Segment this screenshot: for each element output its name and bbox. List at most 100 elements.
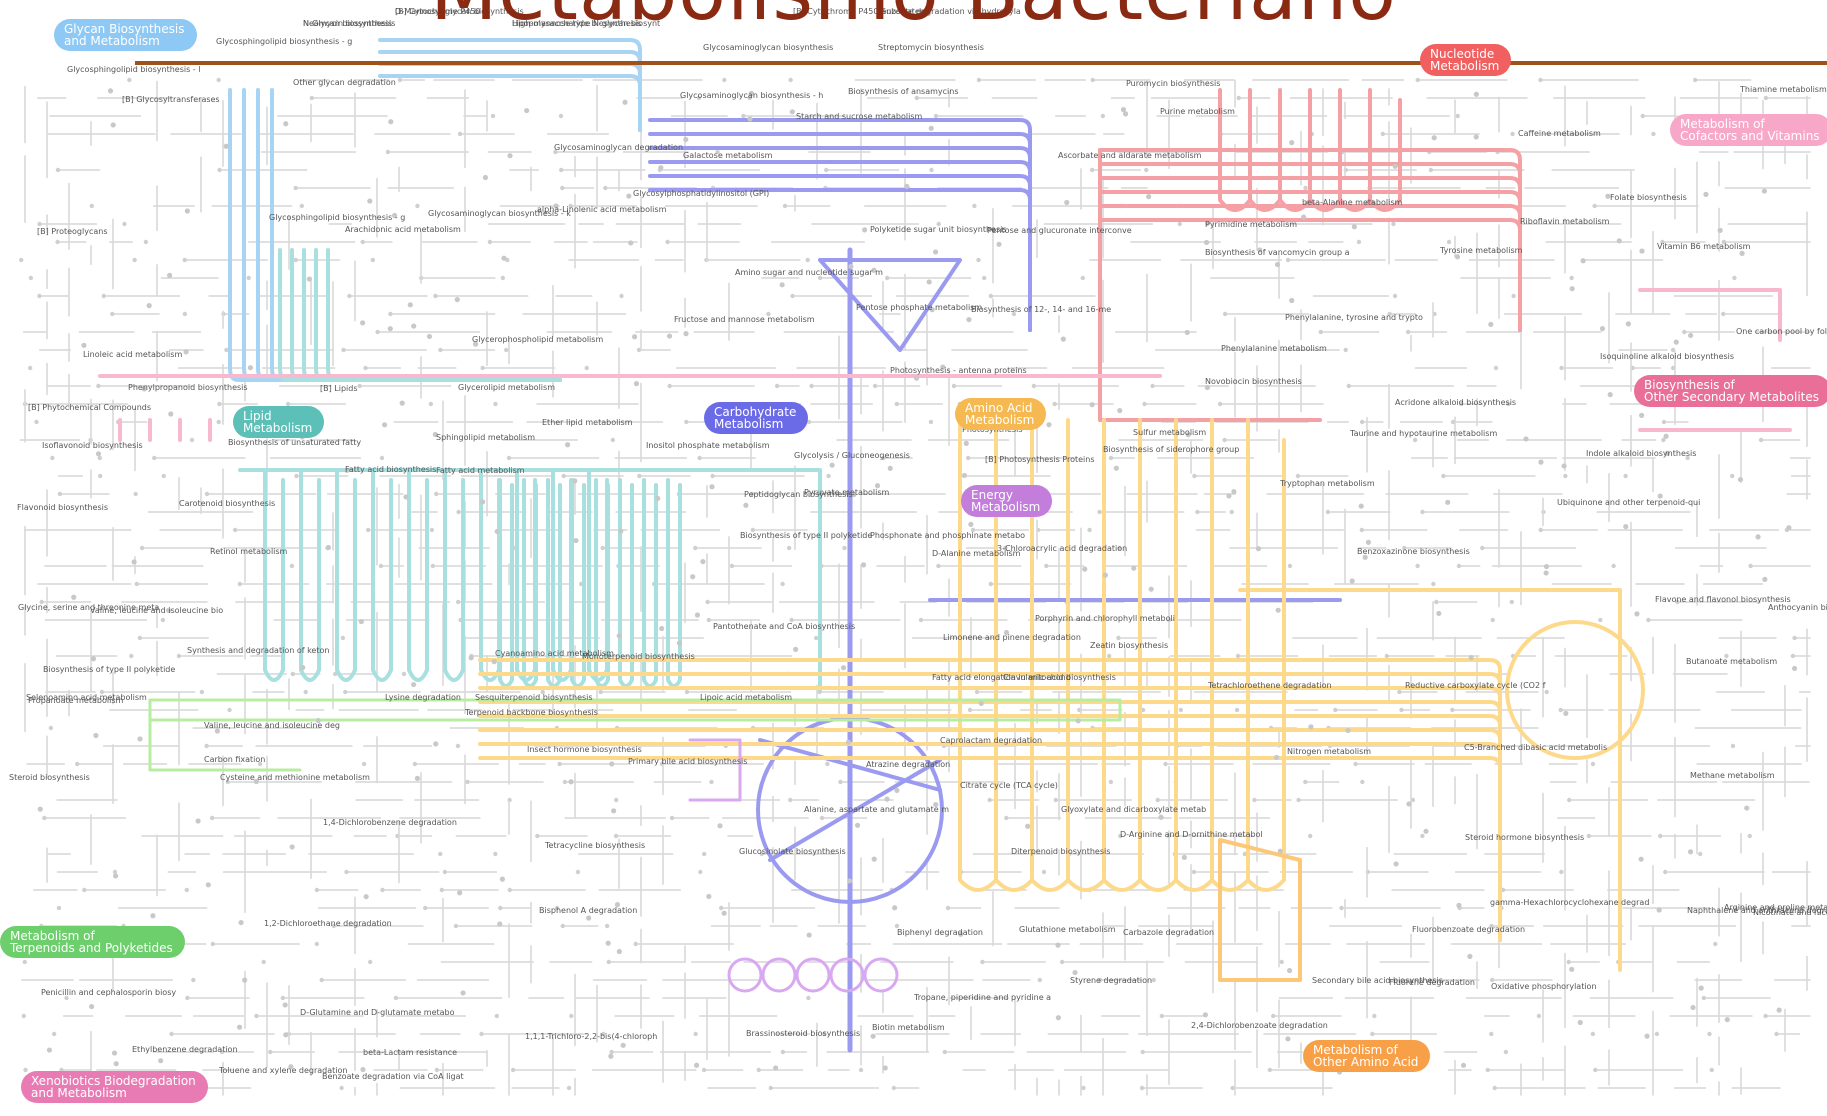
pathway-label: Tyrosine metabolism <box>1439 246 1523 255</box>
category-badge-secondary: Biosynthesis of Other Secondary Metaboli… <box>1634 375 1827 407</box>
pathway-label: Acridone alkaloid biosynthesis <box>1395 398 1516 407</box>
pathway-label: D-Glutamine and D-glutamate metabo <box>300 1008 455 1017</box>
pathway-label: Brassinosteroid biosynthesis <box>746 1029 860 1038</box>
badge-line: Terpenoids and Polyketides <box>10 941 173 955</box>
badge-line: Cofactors and Vitamins <box>1680 129 1820 143</box>
badge-line: Xenobiotics Biodegradation <box>31 1074 196 1088</box>
pathway-label: Insect hormone biosynthesis <box>527 745 642 754</box>
pathway-label: Lipopolysaccharide biosynthesis <box>512 19 641 28</box>
pathway-label: Phenylalanine metabolism <box>1221 344 1327 353</box>
pathway-label: 2,4-Dichlorobenzoate degradation <box>1191 1021 1328 1030</box>
badge-line: Other Secondary Metabolites <box>1644 390 1820 404</box>
badge-line: Biosynthesis of <box>1644 378 1735 392</box>
category-badge-carbohydrate: Carbohydrate Metabolism <box>704 402 809 434</box>
pathway-label: Styrene degradation <box>1070 976 1152 985</box>
badge-line: Metabolism of <box>1680 117 1765 131</box>
pathway-label: Nitrogen metabolism <box>1287 747 1371 756</box>
pathway-label: Glutathione metabolism <box>1019 925 1116 934</box>
badge-line: Metabolism of <box>10 929 95 943</box>
pathway-label: Pantothenate and CoA biosynthesis <box>713 622 855 631</box>
pathway-label: Pyruvate metabolism <box>804 488 889 497</box>
pathway-label: One carbon pool by folate <box>1736 327 1827 336</box>
pathway-label: Bisphenol A degradation <box>539 906 637 915</box>
pathway-label: Starch and sucrose metabolism <box>796 112 922 121</box>
pathway-label: Anthocyanin biosynthesis <box>1768 603 1827 612</box>
pathway-label: Glycolysis / Gluconeogenesis <box>794 451 910 460</box>
pathway-label: Terpenoid backbone biosynthesis <box>464 708 598 717</box>
pathway-label: Diterpenoid biosynthesis <box>1011 847 1110 856</box>
pathway-label: Cyanoamino acid metabolism <box>495 649 614 658</box>
pathway-label: Tropane, piperidine and pyridine a <box>913 993 1051 1002</box>
pathway-label: Biosynthesis of 12-, 14- and 16-me <box>971 305 1111 314</box>
pathway-label: Glycerolipid metabolism <box>458 383 555 392</box>
background-network <box>19 77 1811 1096</box>
badge-line: Energy <box>971 488 1014 502</box>
colored-pathways <box>37 38 1802 1080</box>
pathway-label: Glucosinolate biosynthesis <box>739 847 846 856</box>
pathway-label: beta-Alanine metabolism <box>1302 198 1403 207</box>
badge-line: Metabolism <box>1430 59 1500 73</box>
pathway-label: Synthesis and degradation of keton <box>187 646 329 655</box>
category-badge-cofactors: Metabolism of Cofactors and Vitamins <box>1670 114 1827 146</box>
pathway-label: [B] Lipids <box>320 384 358 393</box>
pathway-label: Other glycan degradation <box>293 78 396 87</box>
pathway-label: Purine metabolism <box>1160 107 1235 116</box>
pathway-label: Polyketide sugar unit biosynthesis <box>870 225 1007 234</box>
pathway-label: Glycosaminoglycan biosynthesis - k <box>428 209 571 218</box>
badge-line: Glycan Biosynthesis <box>64 22 185 36</box>
pathway-label: Cysteine and methionine metabolism <box>220 773 370 782</box>
pathway-label: [B] Glycosyltransferases <box>122 95 220 104</box>
pathway-label: Tetrachloroethene degradation <box>1207 681 1332 690</box>
pathway-label: Biotin metabolism <box>872 1023 945 1032</box>
badge-line: Metabolism of <box>1313 1043 1398 1057</box>
category-badge-energy: Energy Metabolism <box>961 485 1053 517</box>
pathway-label: Valine, leucine and isoleucine deg <box>204 721 340 730</box>
pathway-label: Benzoate degradation via CoA ligat <box>322 1072 464 1081</box>
pathway-label: Pentose and glucuronate interconve <box>987 226 1132 235</box>
pathway-label: Caprolactam degradation <box>940 736 1042 745</box>
pathway-label: Photosynthesis - antenna proteins <box>890 366 1027 375</box>
pathway-label: Puromycin biosynthesis <box>1126 79 1220 88</box>
pathway-label: Isoquinoline alkaloid biosynthesis <box>1600 352 1734 361</box>
pathway-label: Arachidonic acid metabolism <box>345 225 461 234</box>
pathway-label: Biphenyl degradation <box>897 928 983 937</box>
pathway-label: Biosynthesis of vancomycin group a <box>1205 248 1350 257</box>
pathway-label: Phosphonate and phosphinate metabo <box>870 531 1025 540</box>
pathway-label: Biosynthesis of siderophore group <box>1103 445 1239 454</box>
pathway-label: Secondary bile acid biosynthesis <box>1312 976 1443 985</box>
pathway-label: Retinol metabolism <box>210 547 288 556</box>
pathway-label: Lysine degradation <box>385 693 461 702</box>
badge-line: and Metabolism <box>31 1086 127 1100</box>
badge-line: Nucleotide <box>1430 47 1495 61</box>
category-badge-amino-acid: Amino Acid Metabolism <box>955 398 1047 430</box>
pathway-label: Fatty acid biosynthesis <box>345 465 436 474</box>
pathway-label: Glycosphingolipid biosynthesis - l <box>67 65 200 74</box>
pathway-label: Tryptophan metabolism <box>1279 479 1375 488</box>
pathway-label: Selenoamino acid metabolism <box>26 693 147 702</box>
pathway-label: Biosynthesis of type II polyketide <box>740 531 872 540</box>
badge-line: Carbohydrate <box>714 405 797 419</box>
pathway-label: Thiamine metabolism <box>1739 85 1827 94</box>
pathway-label: Penicillin and cephalosporin biosy <box>41 988 176 997</box>
pathway-label: [B] Phytochemical Compounds <box>28 403 151 412</box>
pathway-label: Ubiquinone and other terpenoid-qui <box>1557 498 1700 507</box>
pathway-label: Linoleic acid metabolism <box>83 350 182 359</box>
pathway-label: [B] Cytochrome P450 <box>395 7 480 16</box>
pathway-label: Benzoxazinone biosynthesis <box>1357 547 1470 556</box>
pathway-label: Lipoic acid metabolism <box>700 693 792 702</box>
pathway-label: Tetracycline biosynthesis <box>544 841 645 850</box>
pathway-label: Atrazine degradation <box>866 760 950 769</box>
badge-line: Other Amino Acid <box>1313 1055 1419 1069</box>
pathway-label: Fluorene degradation <box>1389 978 1475 987</box>
pathway-label: Fatty acid elongation in mitochond <box>932 673 1071 682</box>
pathway-label: 1,1,1-Trichloro-2,2-bis(4-chloroph <box>525 1032 657 1041</box>
pathway-label: Taurine and hypotaurine metabolism <box>1349 429 1497 438</box>
pathway-label: Pentose phosphate metabolism <box>856 303 982 312</box>
pathway-label: Glyoxylate and dicarboxylate metab <box>1061 805 1206 814</box>
badge-line: Metabolism <box>714 417 784 431</box>
pathway-label: Glycosaminoglycan biosynthesis - h <box>680 91 823 100</box>
pathway-label: Ethylbenzene degradation <box>132 1045 238 1054</box>
